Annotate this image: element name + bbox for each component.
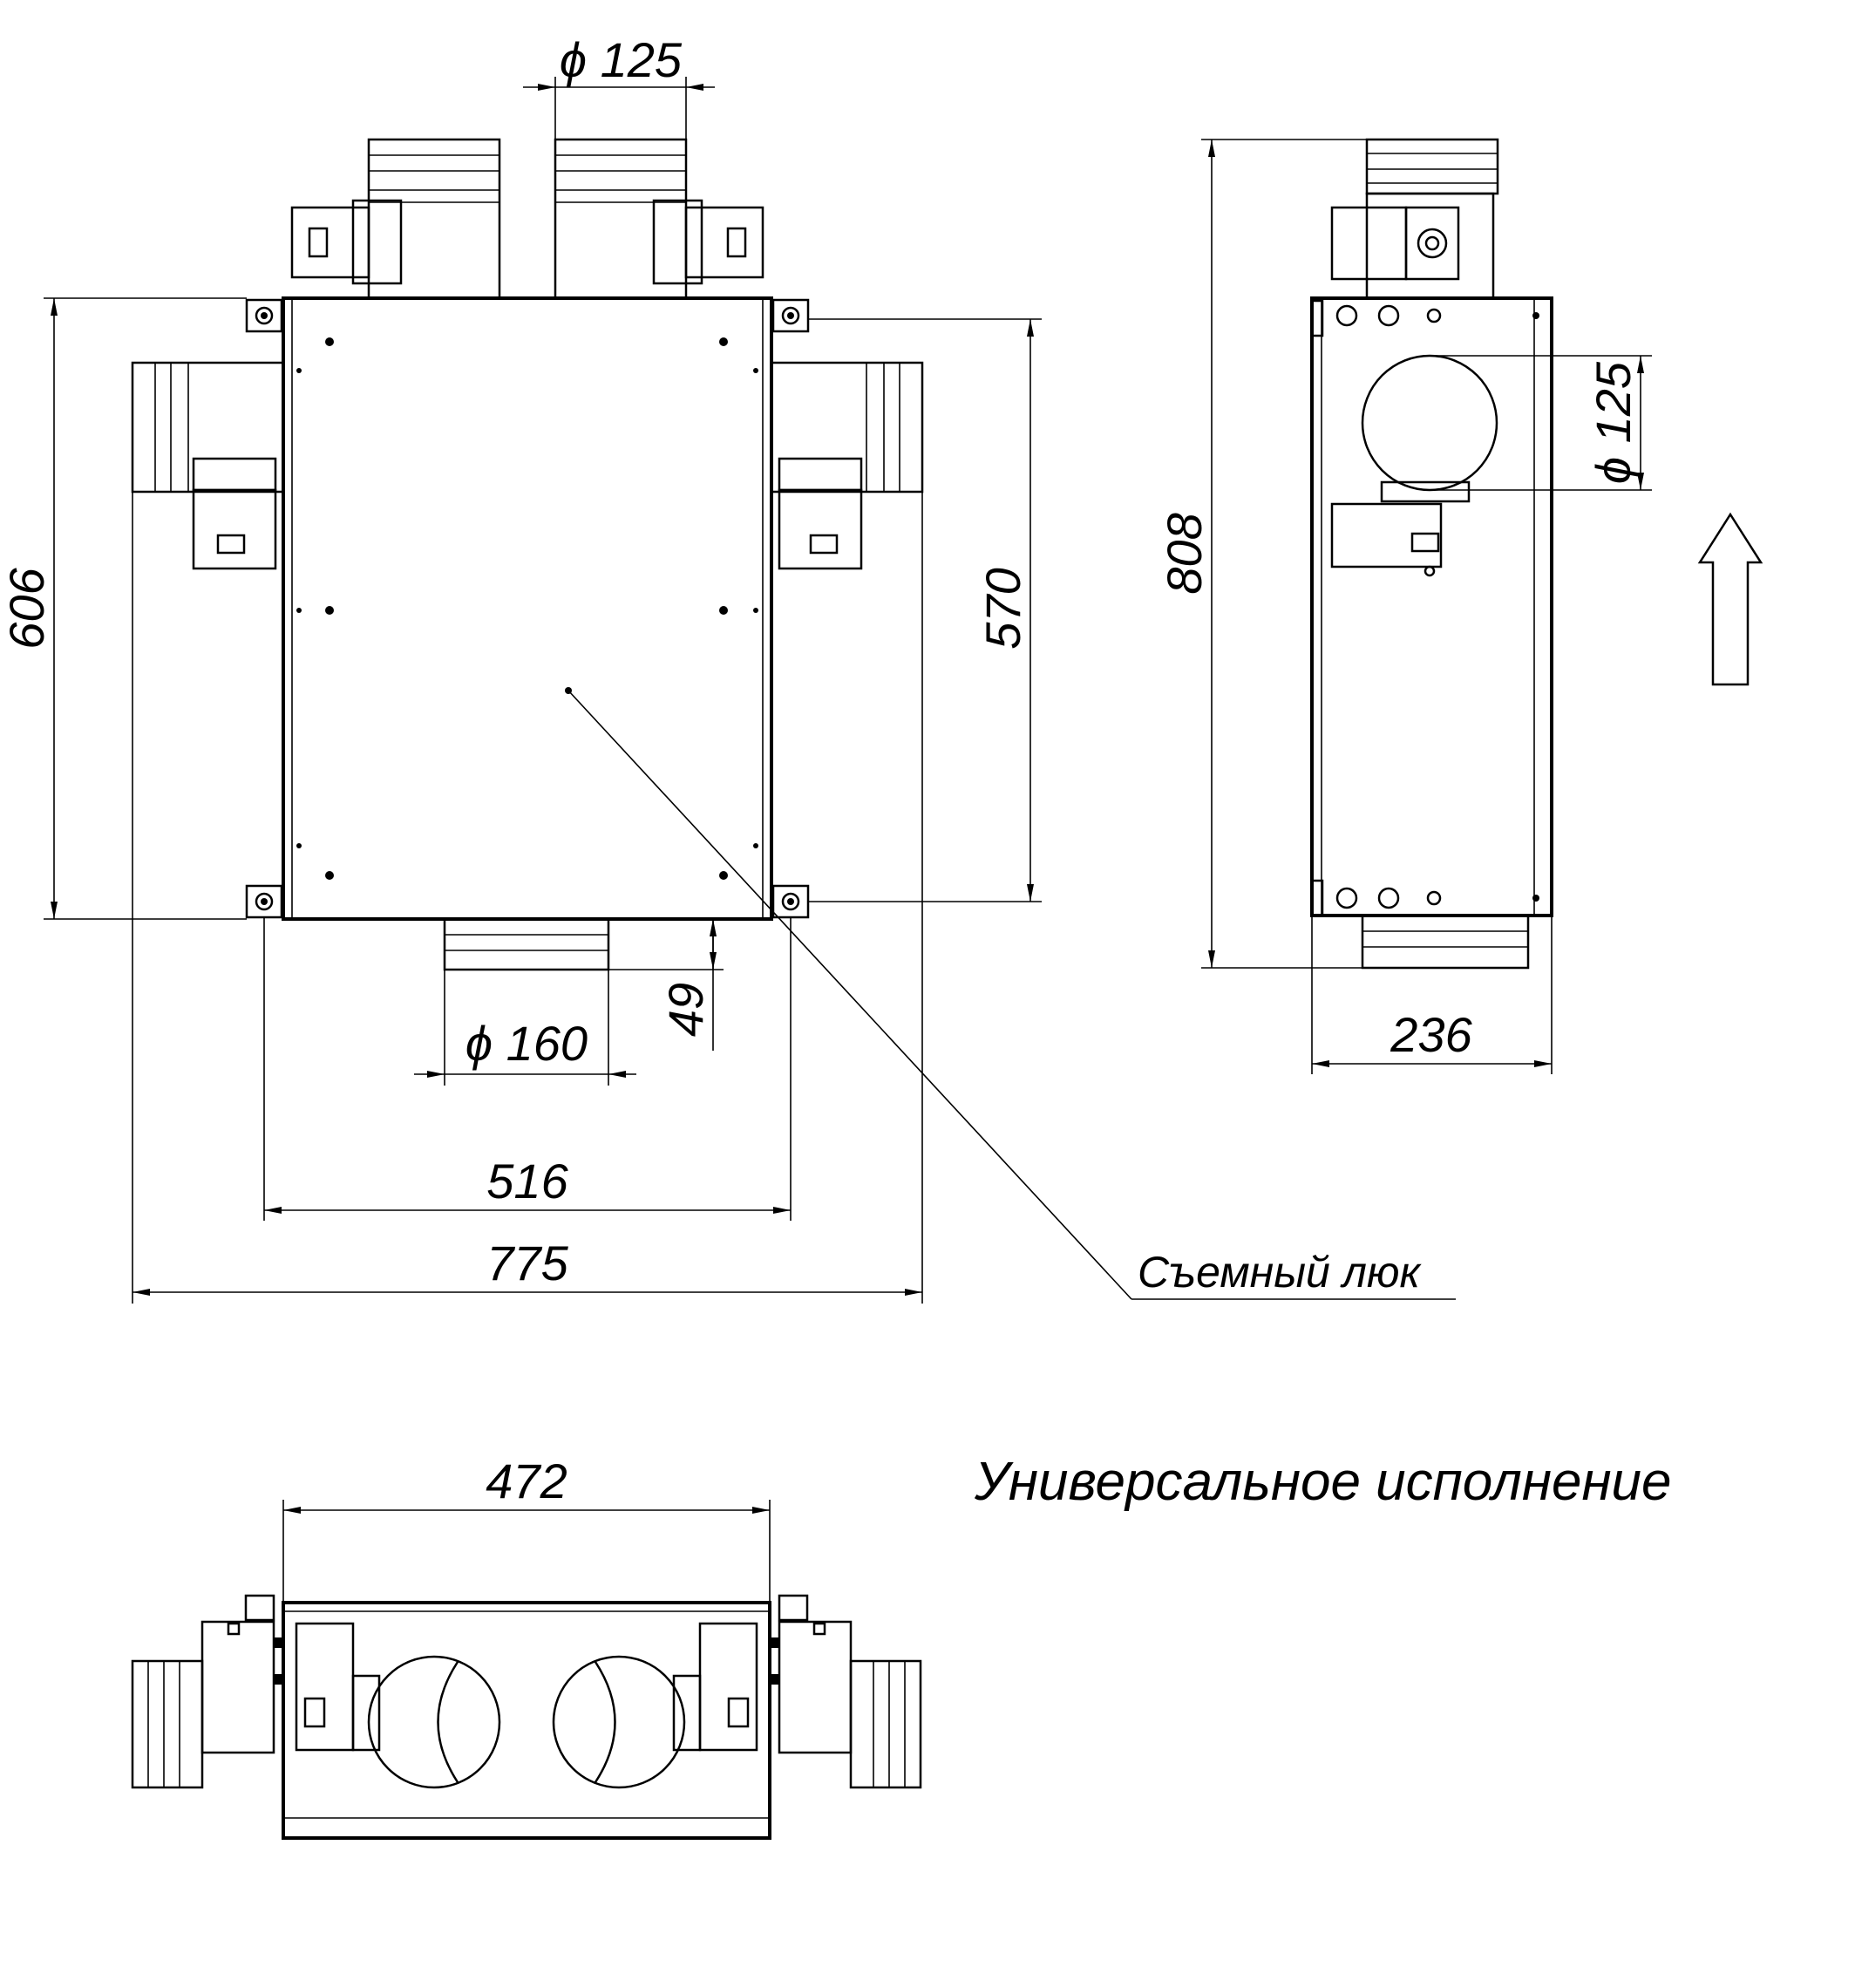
top-view-port-left <box>367 1655 501 1789</box>
dim-d125-top: ϕ 125 <box>560 32 683 87</box>
side-actuator <box>1330 502 1443 568</box>
mount-bracket-top-right <box>771 298 810 333</box>
top-view-body <box>282 1601 771 1840</box>
dim-236: 236 <box>1390 1007 1472 1062</box>
mount-bracket-top-left <box>245 298 283 333</box>
side-dimensions: 808 ϕ 125 236 <box>1157 139 1652 1074</box>
hatch-label: Съемный люк <box>1138 1248 1422 1297</box>
top-view-spigot-left <box>131 1594 283 1789</box>
panel-screws <box>296 337 758 880</box>
side-bottom-spigot <box>1361 914 1530 970</box>
dim-49: 49 <box>658 983 713 1037</box>
mount-bracket-bottom-right <box>771 884 810 919</box>
side-round-port <box>1361 354 1498 492</box>
side-bottom-fittings <box>1310 879 1539 917</box>
dim-606: 606 <box>0 567 54 649</box>
front-dimensions: ϕ 125 606 570 49 ϕ 160 516 775 <box>0 32 1042 1304</box>
side-spigot-left <box>131 361 285 494</box>
variant-title: Универсальное исполнение <box>974 1452 1672 1512</box>
bottom-spigot <box>443 917 610 971</box>
dim-808: 808 <box>1157 513 1212 594</box>
side-top-fittings <box>1310 299 1539 337</box>
dim-d125-side: ϕ 125 <box>1586 361 1641 484</box>
dim-516: 516 <box>486 1154 568 1208</box>
dim-775: 775 <box>486 1236 568 1290</box>
top-actuator-left <box>290 199 403 285</box>
top-view-spigot-right <box>770 1594 922 1789</box>
arrow-up-icon <box>1697 512 1763 686</box>
top-view-port-right <box>552 1655 686 1789</box>
mount-bracket-bottom-left <box>245 884 283 919</box>
side-top-spigot <box>1330 138 1499 300</box>
top-view: 472 <box>131 1454 922 1840</box>
side-actuator-right <box>778 457 863 570</box>
front-view <box>131 138 924 971</box>
top-actuator-right <box>652 199 764 285</box>
dim-d160: ϕ 160 <box>465 1016 588 1071</box>
side-spigot-right <box>770 361 924 494</box>
front-body <box>282 296 773 921</box>
side-body <box>1310 296 1553 917</box>
dim-570: 570 <box>975 568 1030 649</box>
side-view <box>1310 138 1553 970</box>
hatch-leader: Съемный люк <box>567 690 1456 1300</box>
top-spigot-left <box>367 138 501 300</box>
dim-472: 472 <box>486 1454 567 1508</box>
top-spigot-right <box>554 138 688 300</box>
side-actuator-left <box>192 457 277 570</box>
